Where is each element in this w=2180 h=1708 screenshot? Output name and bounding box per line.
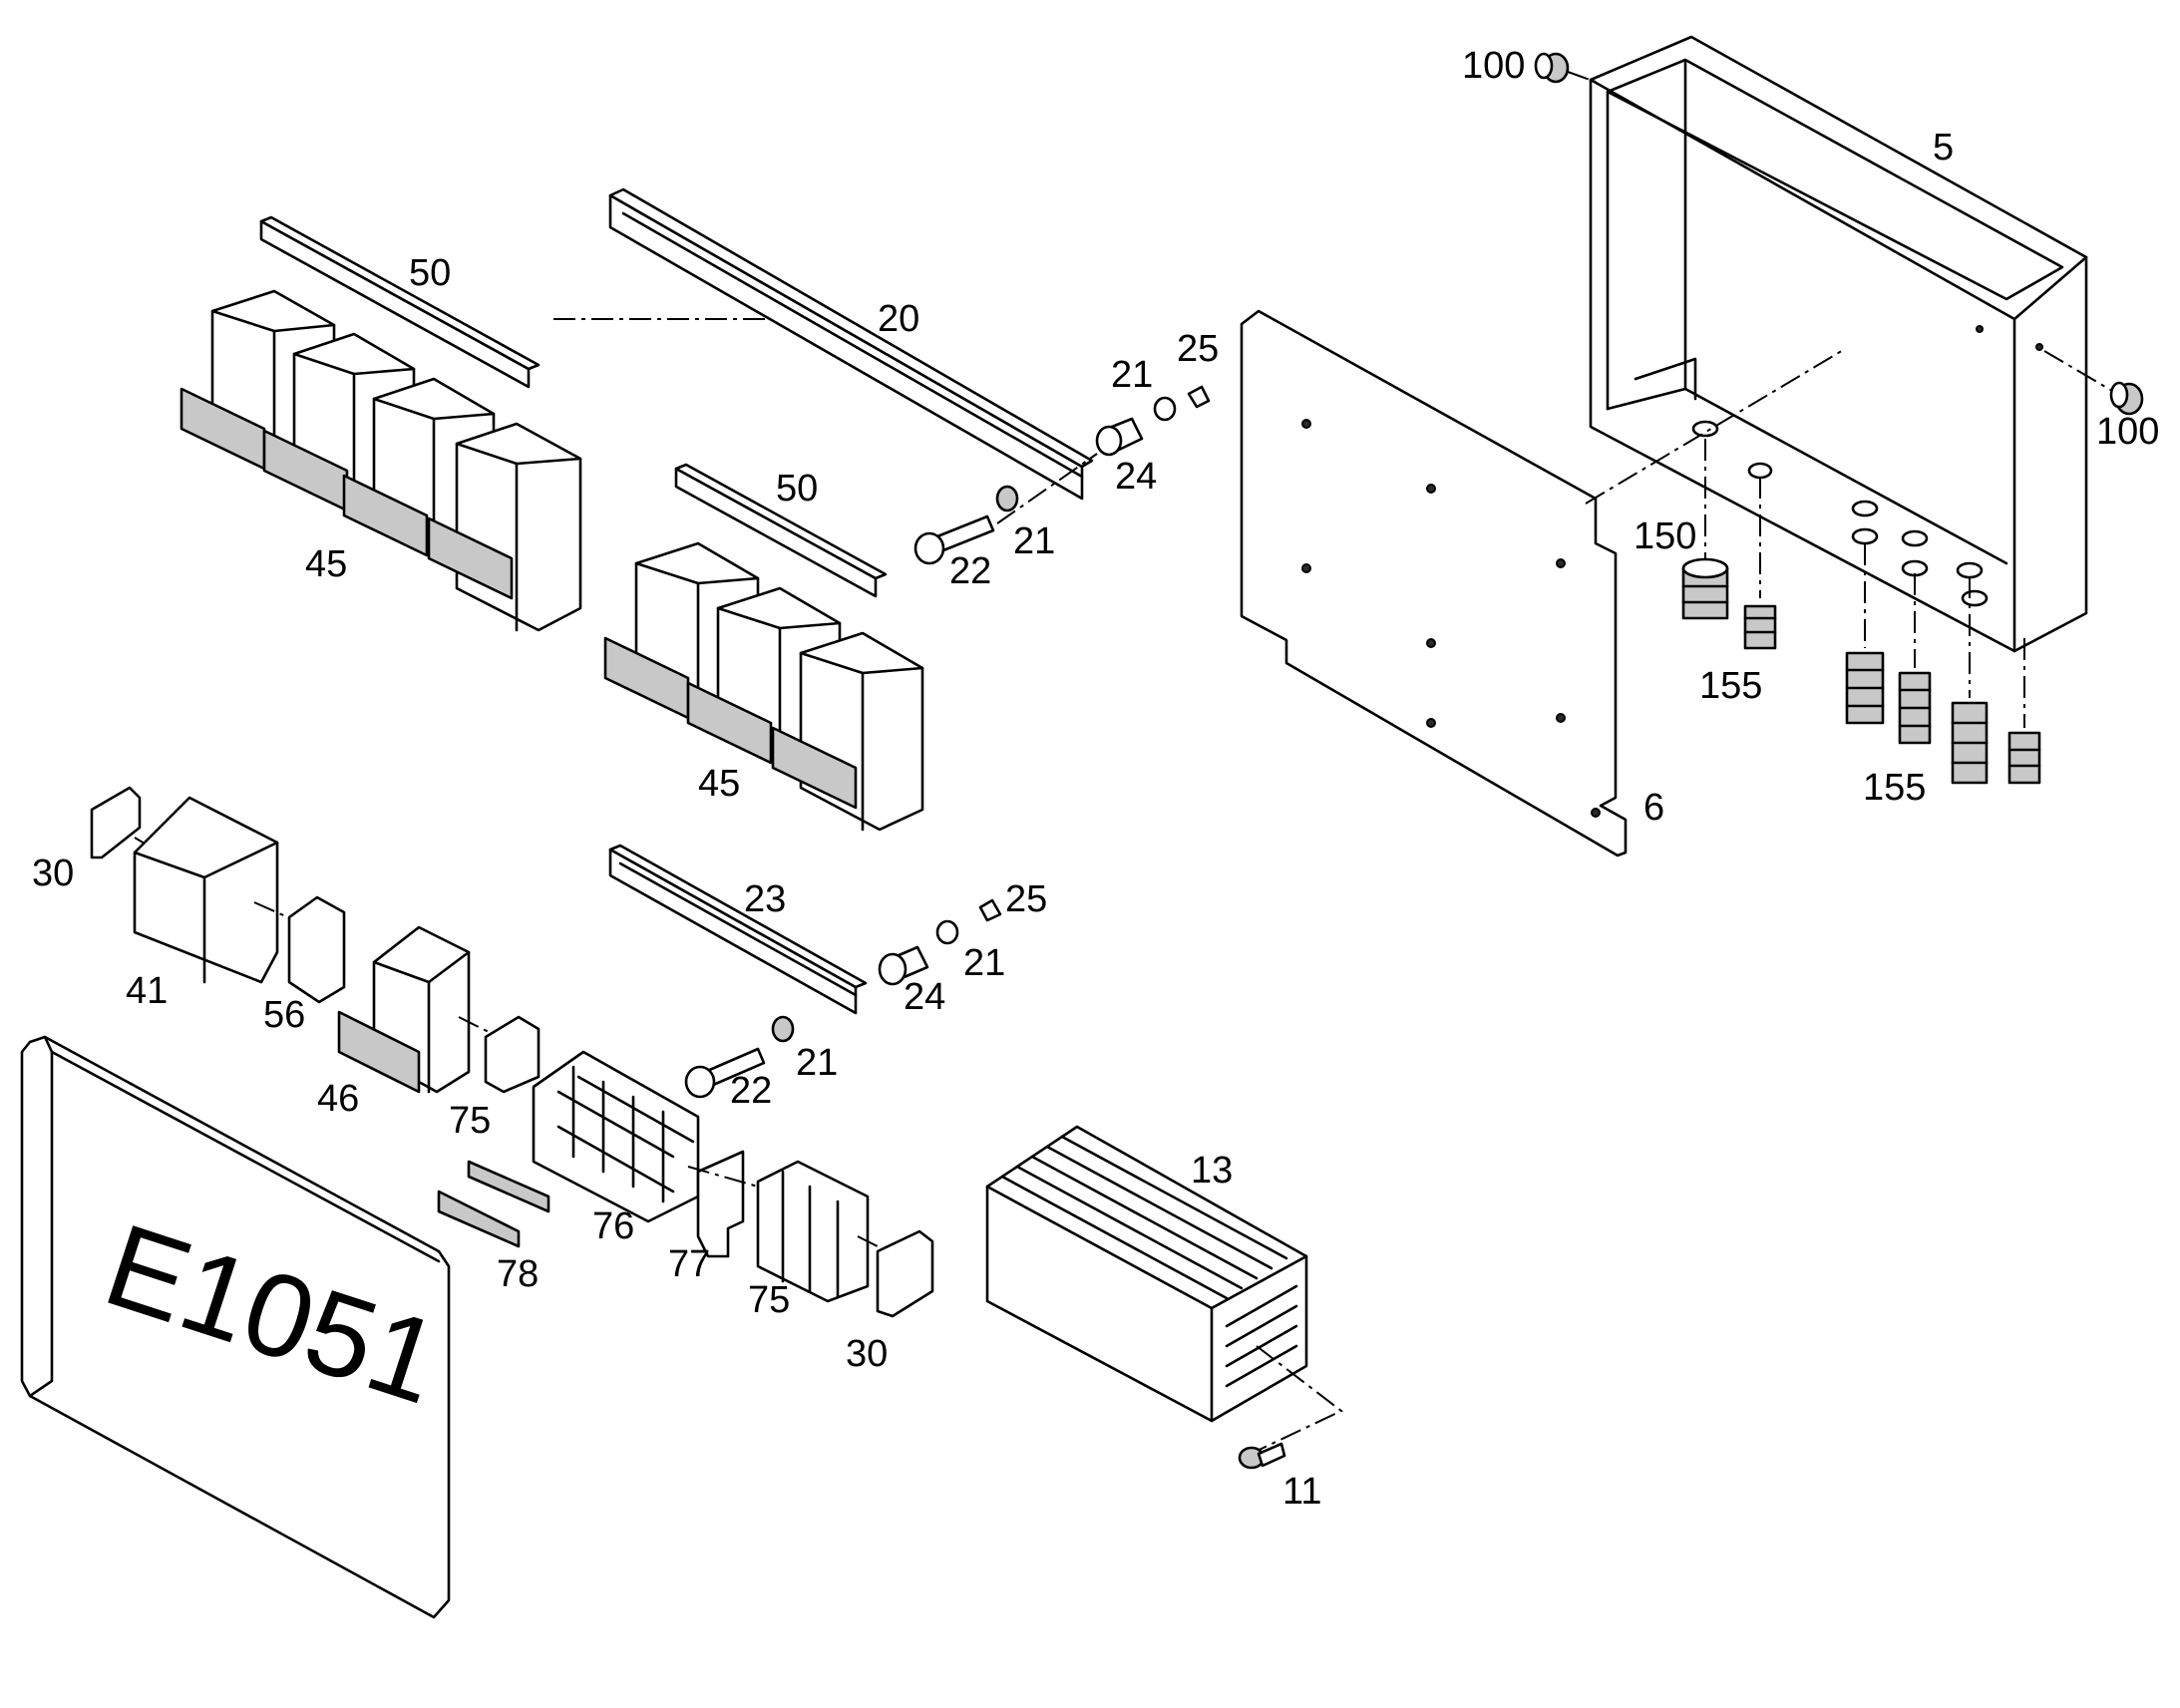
label-21-lower-b: 21 — [796, 1042, 838, 1084]
rail-hardware-lower — [684, 898, 1002, 1099]
label-150: 150 — [1634, 515, 1696, 557]
label-100-top: 100 — [1462, 45, 1525, 87]
label-45-upper: 45 — [305, 543, 347, 585]
din-rail-20 — [553, 187, 1094, 501]
cable-glands-155 — [1743, 477, 2041, 785]
screw-11 — [1238, 1442, 1286, 1470]
label-75-upper: 75 — [449, 1100, 491, 1142]
breaker-group-2 — [603, 463, 924, 832]
cable-duct-13 — [985, 1125, 1343, 1457]
label-155-left: 155 — [1699, 665, 1762, 707]
rail-hardware-upper — [913, 385, 1211, 565]
breaker-group-1 — [180, 215, 582, 632]
label-50-upper: 50 — [409, 252, 451, 294]
label-45-lower: 45 — [698, 763, 740, 805]
breaker-45d — [427, 422, 582, 632]
label-100-right: 100 — [2096, 411, 2159, 453]
label-11: 11 — [1282, 1471, 1321, 1513]
label-50-lower: 50 — [776, 468, 818, 510]
label-76: 76 — [592, 1205, 634, 1247]
label-22-lower: 22 — [730, 1070, 772, 1112]
end-clamp-30-right — [876, 1229, 934, 1318]
terminal-block-76 — [532, 1050, 700, 1223]
din-rail-23 — [608, 844, 868, 1015]
label-21-upper-b: 21 — [1013, 520, 1055, 562]
cable-gland-150 — [1681, 439, 1729, 620]
label-20: 20 — [878, 298, 919, 340]
terminal-block-75 — [756, 1160, 889, 1303]
label-25-lower: 25 — [1005, 878, 1047, 920]
terminal-56 — [287, 895, 346, 1004]
label-5: 5 — [1933, 127, 1954, 169]
screw-100-right — [2043, 350, 2144, 416]
mounting-plate — [1240, 309, 1846, 857]
part-labels: 100 5 100 150 155 155 6 50 20 25 21 24 2… — [32, 45, 2159, 1513]
module-41 — [133, 796, 300, 984]
enclosure-box — [1589, 35, 2088, 653]
label-23: 23 — [744, 878, 786, 920]
label-22-upper: 22 — [949, 550, 991, 592]
label-56: 56 — [263, 994, 305, 1036]
label-41: 41 — [126, 970, 168, 1012]
label-30-left: 30 — [32, 853, 74, 894]
breaker-46 — [337, 925, 510, 1094]
label-77: 77 — [668, 1243, 710, 1285]
label-21-upper-a: 21 — [1111, 354, 1153, 396]
label-6: 6 — [1643, 787, 1664, 829]
nameplate: E1051 — [20, 1035, 455, 1619]
breaker-45g — [771, 631, 924, 832]
label-24-lower: 24 — [904, 976, 945, 1018]
label-155-right: 155 — [1863, 767, 1926, 809]
jumper-78 — [437, 1160, 550, 1248]
label-46: 46 — [317, 1078, 359, 1120]
label-75-lower: 75 — [748, 1279, 790, 1321]
label-21-lower-a: 21 — [963, 942, 1005, 984]
label-78: 78 — [497, 1253, 539, 1295]
label-25-upper: 25 — [1177, 328, 1219, 370]
separator-77 — [687, 1150, 759, 1258]
end-stop-75-upper — [484, 1015, 541, 1094]
label-13: 13 — [1191, 1150, 1233, 1192]
label-24-upper: 24 — [1115, 456, 1157, 498]
screw-100-top — [1534, 52, 1597, 84]
label-30-right: 30 — [846, 1333, 888, 1375]
